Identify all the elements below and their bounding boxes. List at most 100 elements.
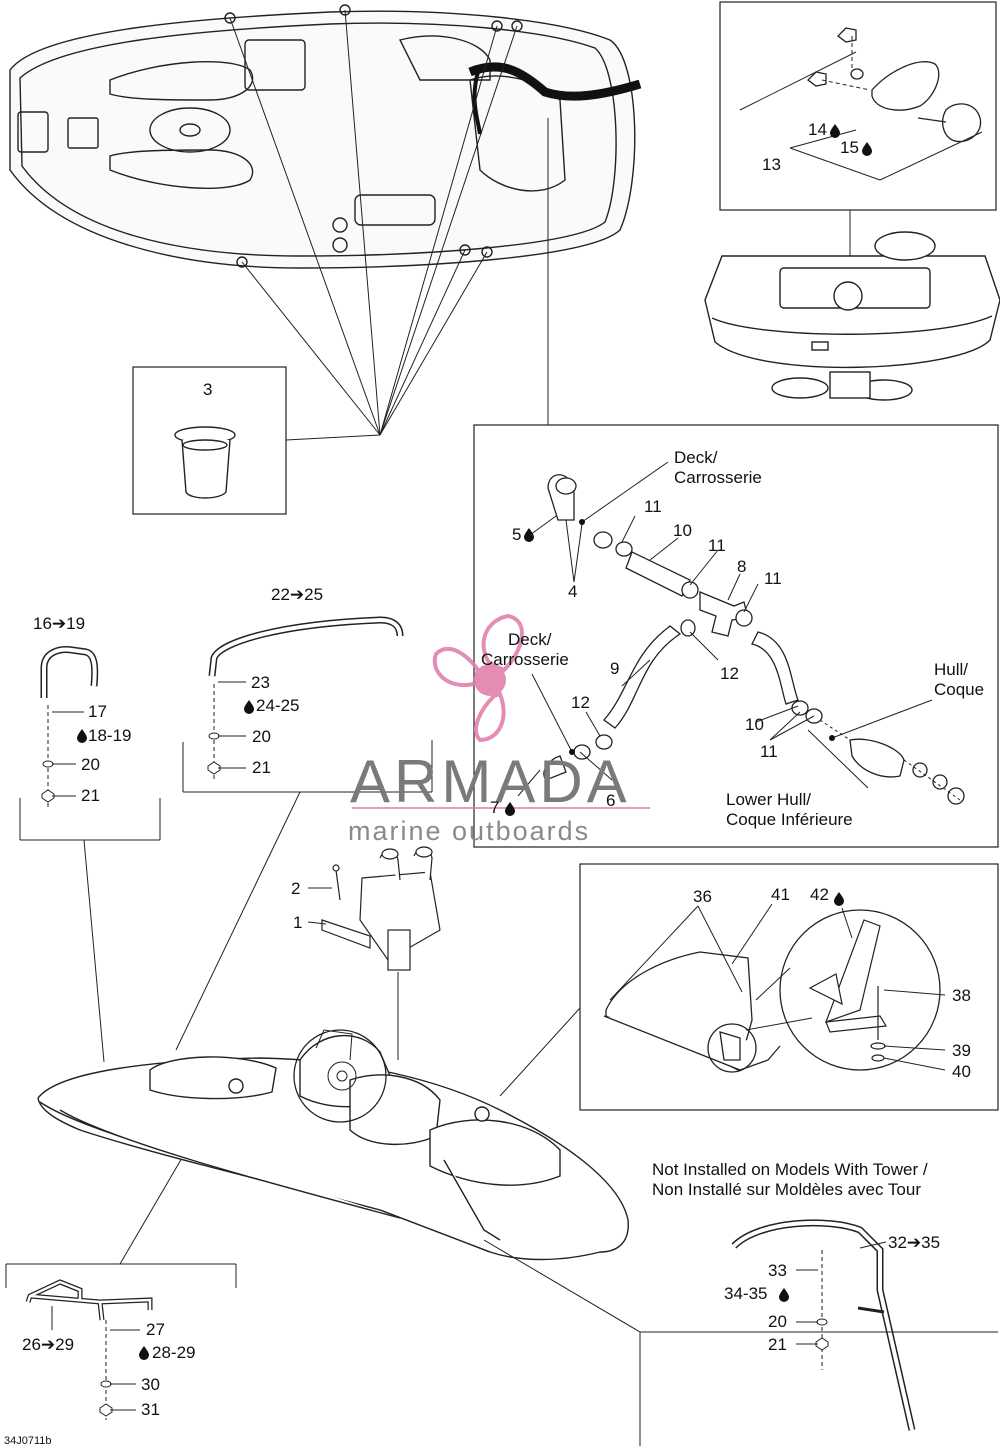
rail-16-19 — [40, 646, 99, 698]
drain-hose-parts — [543, 474, 965, 805]
callout-20b: 20 — [252, 727, 271, 746]
rail-22-25-hardware — [175, 684, 433, 1051]
windshield-leaders — [609, 903, 946, 1071]
tower-note-1: Not Installed on Models With Tower / — [652, 1160, 928, 1179]
drain-hose-branch — [472, 71, 482, 135]
callout-18-19: 18-19 — [88, 726, 132, 745]
callout-6: 6 — [606, 791, 616, 810]
callout-3: 3 — [203, 380, 213, 399]
deck-point-top — [579, 519, 585, 525]
windshield-box — [579, 863, 999, 1111]
drain-hose-leaders — [517, 461, 933, 797]
boat-rear-view — [704, 231, 1000, 401]
tower-hardware — [639, 1241, 998, 1446]
bracket-leaders — [307, 887, 399, 1060]
callout-16-19: 16➔19 — [33, 614, 86, 633]
callout-42: 42 — [810, 885, 829, 904]
boat-main — [37, 1034, 629, 1261]
hull-label-1: Hull/ — [934, 660, 969, 679]
callout-14: 14 — [808, 120, 827, 139]
callout-11c: 11 — [764, 569, 782, 588]
callout-31: 31 — [141, 1400, 160, 1419]
tower-note-2: Non Installé sur Moldèles avec Tour — [652, 1180, 921, 1199]
callout-40: 40 — [952, 1062, 971, 1081]
bracket-assembly — [321, 846, 441, 971]
drain-hose-dashes — [819, 719, 961, 801]
hull-label-2: Coque — [934, 680, 985, 699]
drop-icon — [524, 528, 534, 542]
callout-11d: 11 — [760, 742, 778, 761]
callout-12b: 12 — [571, 693, 590, 712]
drop-icon — [77, 729, 87, 743]
callout-21a: 21 — [81, 786, 100, 805]
callout-17: 17 — [88, 702, 107, 721]
knob-assembly-lines — [821, 36, 871, 91]
callout-30: 30 — [141, 1375, 160, 1394]
callout-22-25: 22➔25 — [271, 585, 324, 604]
drop-icon — [779, 1288, 789, 1302]
drop-icon — [244, 700, 254, 714]
watermark-logo — [432, 613, 524, 743]
callout-41: 41 — [771, 885, 790, 904]
drop-icon — [830, 124, 840, 138]
drop-icon — [862, 142, 872, 156]
knob-box — [719, 1, 997, 211]
boat-leaders — [483, 1007, 641, 1333]
callout-28-29: 28-29 — [152, 1343, 196, 1362]
callout-23: 23 — [251, 673, 270, 692]
drain-hose-box — [473, 424, 999, 848]
watermark-brand: ARMADA — [350, 748, 631, 815]
watermark-tagline: marine outboards — [348, 816, 591, 846]
deck-label-mid-1: Deck/ — [508, 630, 552, 649]
callout-11a: 11 — [644, 497, 662, 516]
callout-10b: 10 — [745, 715, 764, 734]
callout-24-25: 24-25 — [256, 696, 300, 715]
knob-parts — [807, 27, 982, 143]
callout-11b: 11 — [708, 536, 726, 555]
callout-12a: 12 — [720, 664, 739, 683]
deck-label-top-1: Deck/ — [674, 448, 718, 467]
callout-4: 4 — [568, 582, 578, 601]
callout-15: 15 — [840, 138, 859, 157]
rail-22-25 — [208, 616, 404, 677]
callout-32-35: 32➔35 — [888, 1233, 941, 1252]
deck-label-top-2: Carrosserie — [674, 468, 762, 487]
diagram-id: 34J0711b — [4, 1435, 52, 1447]
windshield-detail — [808, 919, 887, 1062]
lower-hull-label-2: Coque Inférieure — [726, 810, 853, 829]
lower-hull-label-1: Lower Hull/ — [726, 790, 812, 809]
rail-26-29 — [25, 1279, 153, 1321]
deck-top-view — [9, 4, 636, 269]
callout-13: 13 — [762, 155, 781, 174]
callout-21c: 21 — [768, 1335, 787, 1354]
helm-detail-circle — [293, 1029, 387, 1123]
callout-7: 7 — [490, 798, 500, 817]
leader-lines-top — [229, 9, 549, 441]
drain-hose-route — [468, 62, 642, 101]
callout-34-35: 34-35 — [724, 1284, 768, 1303]
callout-33: 33 — [768, 1261, 787, 1280]
callout-9: 9 — [610, 659, 620, 678]
tower-rail — [731, 1219, 916, 1431]
callout-10a: 10 — [673, 521, 692, 540]
callout-36: 36 — [693, 887, 712, 906]
callout-21b: 21 — [252, 758, 271, 777]
callout-1: 1 — [293, 913, 303, 932]
cup-holder-box — [132, 366, 287, 515]
windshield-parts — [603, 951, 781, 1073]
helm-detail — [315, 1029, 357, 1091]
hull-point — [829, 735, 835, 741]
callout-8: 8 — [737, 557, 747, 576]
deck-label-mid-2: Carrosserie — [481, 650, 569, 669]
callout-20a: 20 — [81, 755, 100, 774]
callout-5: 5 — [512, 525, 522, 544]
drop-icon — [834, 892, 844, 906]
callout-38: 38 — [952, 986, 971, 1005]
callout-39: 39 — [952, 1041, 971, 1060]
cup-holder-part — [174, 426, 236, 499]
callout-20c: 20 — [768, 1312, 787, 1331]
deck-point-mid — [569, 749, 575, 755]
callout-2: 2 — [291, 879, 301, 898]
callout-26-29: 26➔29 — [22, 1335, 75, 1354]
